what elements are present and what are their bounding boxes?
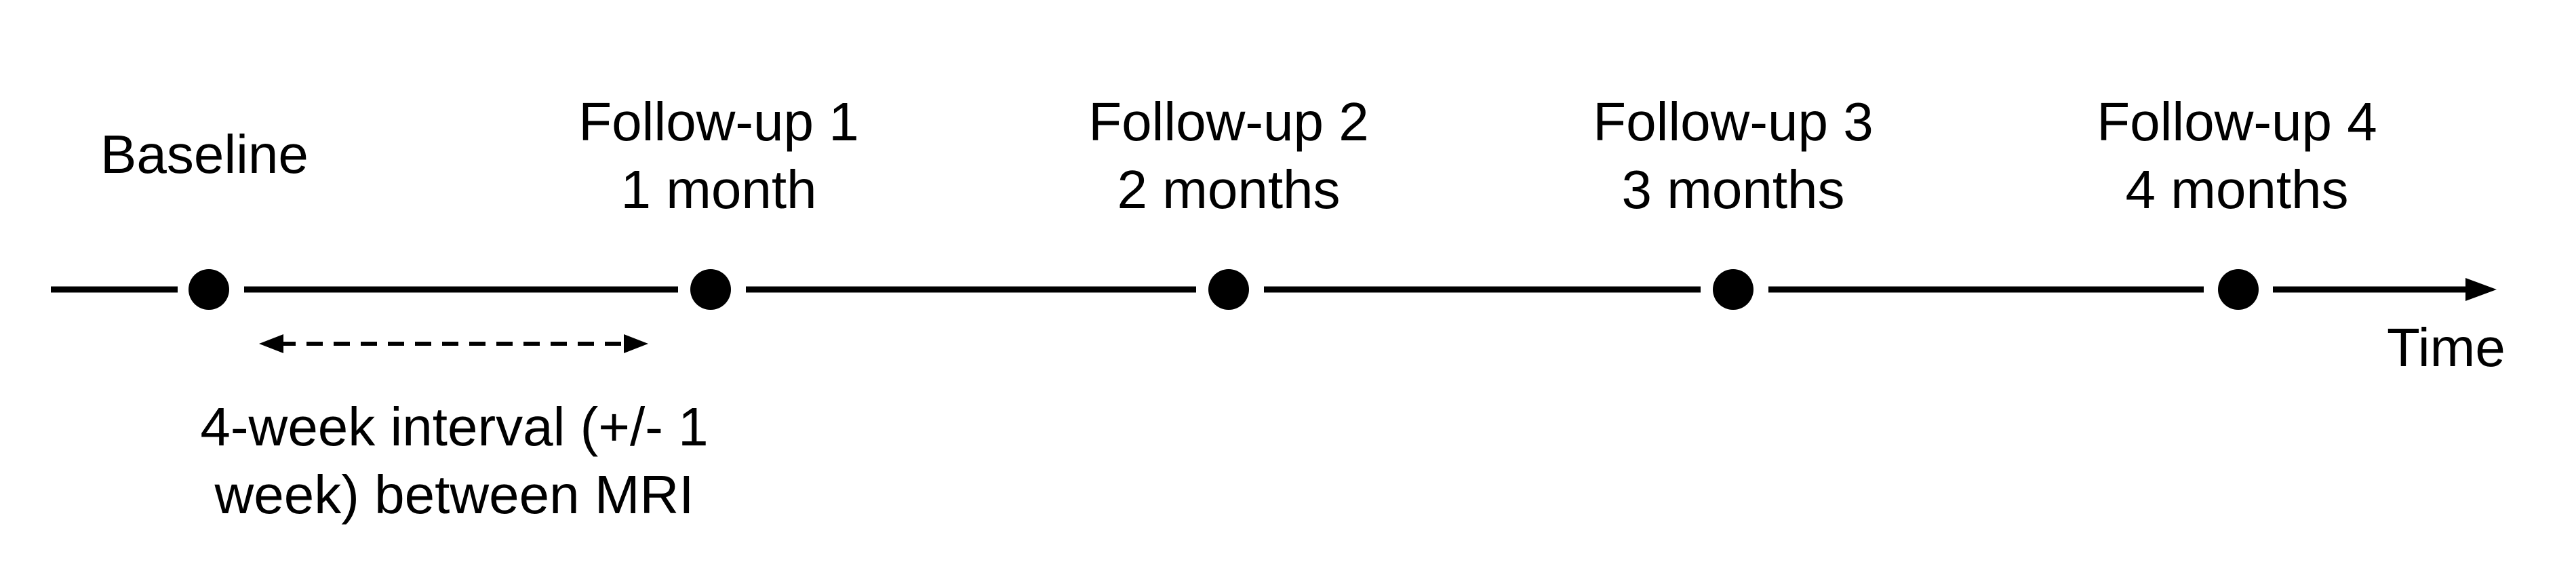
timepoint-marker-baseline xyxy=(189,269,229,310)
timepoint-label-baseline: Baseline xyxy=(100,121,317,188)
timepoint-marker-follow-up-3 xyxy=(1713,269,1753,310)
timepoint-subtitle: 1 month xyxy=(620,159,817,220)
timepoint-label-follow-up-2: Follow-up 2 2 months xyxy=(1066,88,1391,224)
timepoint-title: Follow-up 3 xyxy=(1593,92,1874,152)
interval-note: 4-week interval (+/- 1 week) between MRI xyxy=(156,393,753,529)
timepoint-marker-follow-up-4 xyxy=(2218,269,2259,310)
timepoint-label-follow-up-1: Follow-up 1 1 month xyxy=(556,88,881,224)
timepoint-marker-follow-up-2 xyxy=(1208,269,1249,310)
axis-label-time: Time xyxy=(2387,317,2505,378)
interval-note-line-1: 4-week interval (+/- 1 xyxy=(200,397,709,457)
timepoint-title: Follow-up 4 xyxy=(2097,92,2377,152)
timeline-arrowhead xyxy=(2465,278,2497,301)
timepoint-title: Baseline xyxy=(100,124,309,184)
timepoint-marker-follow-up-1 xyxy=(690,269,731,310)
timepoint-title: Follow-up 2 xyxy=(1088,92,1369,152)
timepoint-title: Follow-up 1 xyxy=(578,92,859,152)
interval-note-line-2: week) between MRI xyxy=(214,464,694,525)
interval-arrow-right-head xyxy=(624,334,648,353)
timepoint-label-follow-up-4: Follow-up 4 4 months xyxy=(2074,88,2400,224)
timepoint-subtitle: 3 months xyxy=(1621,159,1845,220)
timepoint-label-follow-up-3: Follow-up 3 3 months xyxy=(1570,88,1896,224)
timepoint-subtitle: 4 months xyxy=(2125,159,2349,220)
timepoint-subtitle: 2 months xyxy=(1117,159,1341,220)
interval-arrow-left-head xyxy=(259,334,283,353)
